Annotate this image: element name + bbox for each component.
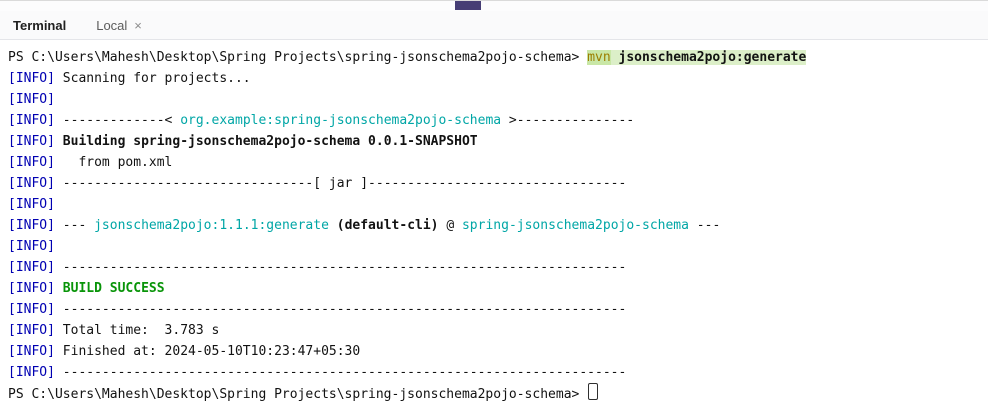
terminal-segment-plain: ----------------------------------------… [54, 260, 627, 275]
terminal-segment-bold: (default-cli) [336, 218, 439, 233]
terminal-segment-plain [55, 134, 63, 149]
terminal-segment-info: [INFO] [8, 71, 55, 86]
terminal-cursor [588, 383, 599, 400]
terminal-segment-info: [INFO] [8, 176, 55, 191]
terminal-line: PS C:\Users\Mahesh\Desktop\Spring Projec… [8, 47, 988, 68]
terminal-segment-plain: ----------------------------------------… [54, 302, 627, 317]
terminal-segment-teal: spring-jsonschema2pojo-schema [461, 218, 689, 233]
terminal-segment-plain: Finished at: 2024-05-10T10:23:47+05:30 [54, 344, 361, 359]
terminal-segment-info: [INFO] [8, 260, 55, 275]
terminal-segment-plain: @ [438, 218, 462, 233]
terminal-segment-plain [329, 218, 337, 233]
terminal-line: [INFO] BUILD SUCCESS [8, 278, 988, 299]
terminal-segment-plain: --- [688, 218, 721, 233]
terminal-segment-info: [INFO] [8, 218, 55, 233]
terminal-line: [INFO] Building spring-jsonschema2pojo-s… [8, 131, 988, 152]
terminal-segment-plain: >--------------- [501, 113, 635, 128]
tab-local-label: Local [96, 17, 128, 33]
terminal-segment-plain: -------------< [54, 113, 181, 128]
terminal-line: [INFO] ---------------------------------… [8, 299, 988, 320]
terminal-segment-plain [55, 281, 63, 296]
terminal-line: [INFO] --------------------------------[… [8, 173, 988, 194]
terminal-segment-info: [INFO] [8, 344, 55, 359]
terminal-segment-info: [INFO] [8, 323, 55, 338]
panel-title: Terminal [13, 17, 67, 33]
terminal-segment-info: [INFO] [8, 113, 55, 128]
terminal-segment-info: [INFO] [8, 197, 55, 212]
terminal-output[interactable]: PS C:\Users\Mahesh\Desktop\Spring Projec… [0, 40, 988, 404]
terminal-segment-plain: from pom.xml [54, 155, 173, 170]
terminal-line: PS C:\Users\Mahesh\Desktop\Spring Projec… [8, 383, 988, 404]
tab-close-icon[interactable]: × [134, 17, 142, 33]
terminal-segment-plain: Scanning for projects... [54, 71, 251, 86]
terminal-segment-plain: ----------------------------------------… [54, 365, 627, 380]
terminal-line: [INFO] --- jsonschema2pojo:1.1.1:generat… [8, 215, 988, 236]
terminal-segment-info: [INFO] [8, 302, 55, 317]
terminal-segment-green: BUILD SUCCESS [62, 281, 165, 296]
terminal-line: [INFO] ---------------------------------… [8, 257, 988, 278]
terminal-segment-teal: org.example:spring-jsonschema2pojo-schem… [180, 113, 502, 128]
terminal-line: [INFO] ---------------------------------… [8, 362, 988, 383]
terminal-line: [INFO] Finished at: 2024-05-10T10:23:47+… [8, 341, 988, 362]
terminal-segment-bold: Building spring-jsonschema2pojo-schema 0… [62, 134, 478, 149]
tab-local[interactable]: Local × [96, 11, 142, 39]
accent-rect [455, 1, 481, 10]
terminal-segment-cmdname: mvn [587, 50, 611, 65]
terminal-segment-plain: --- [54, 218, 95, 233]
terminal-line: [INFO] Scanning for projects... [8, 68, 988, 89]
terminal-segment-info: [INFO] [8, 92, 55, 107]
window-top-strip [0, 0, 988, 11]
terminal-segment-teal: jsonschema2pojo:1.1.1:generate [94, 218, 329, 233]
terminal-tab-bar: Terminal Local × [0, 11, 988, 40]
terminal-line: [INFO] [8, 194, 988, 215]
terminal-segment-plain: --------------------------------[ jar ]-… [54, 176, 627, 191]
terminal-line: [INFO] -------------< org.example:spring… [8, 110, 988, 131]
terminal-segment-cmdarg: jsonschema2pojo:generate [610, 50, 807, 65]
terminal-segment-plain: Total time: 3.783 s [54, 323, 220, 338]
terminal-line: [INFO] [8, 89, 988, 110]
terminal-segment-info: [INFO] [8, 239, 55, 254]
terminal-line: [INFO] from pom.xml [8, 152, 988, 173]
terminal-line: [INFO] Total time: 3.783 s [8, 320, 988, 341]
terminal-line: [INFO] [8, 236, 988, 257]
terminal-segment-plain: PS C:\Users\Mahesh\Desktop\Spring Projec… [8, 387, 588, 402]
terminal-segment-info: [INFO] [8, 365, 55, 380]
terminal-segment-info: [INFO] [8, 155, 55, 170]
terminal-segment-info: [INFO] [8, 134, 55, 149]
terminal-segment-info: [INFO] [8, 281, 55, 296]
terminal-segment-plain: PS C:\Users\Mahesh\Desktop\Spring Projec… [8, 50, 588, 65]
